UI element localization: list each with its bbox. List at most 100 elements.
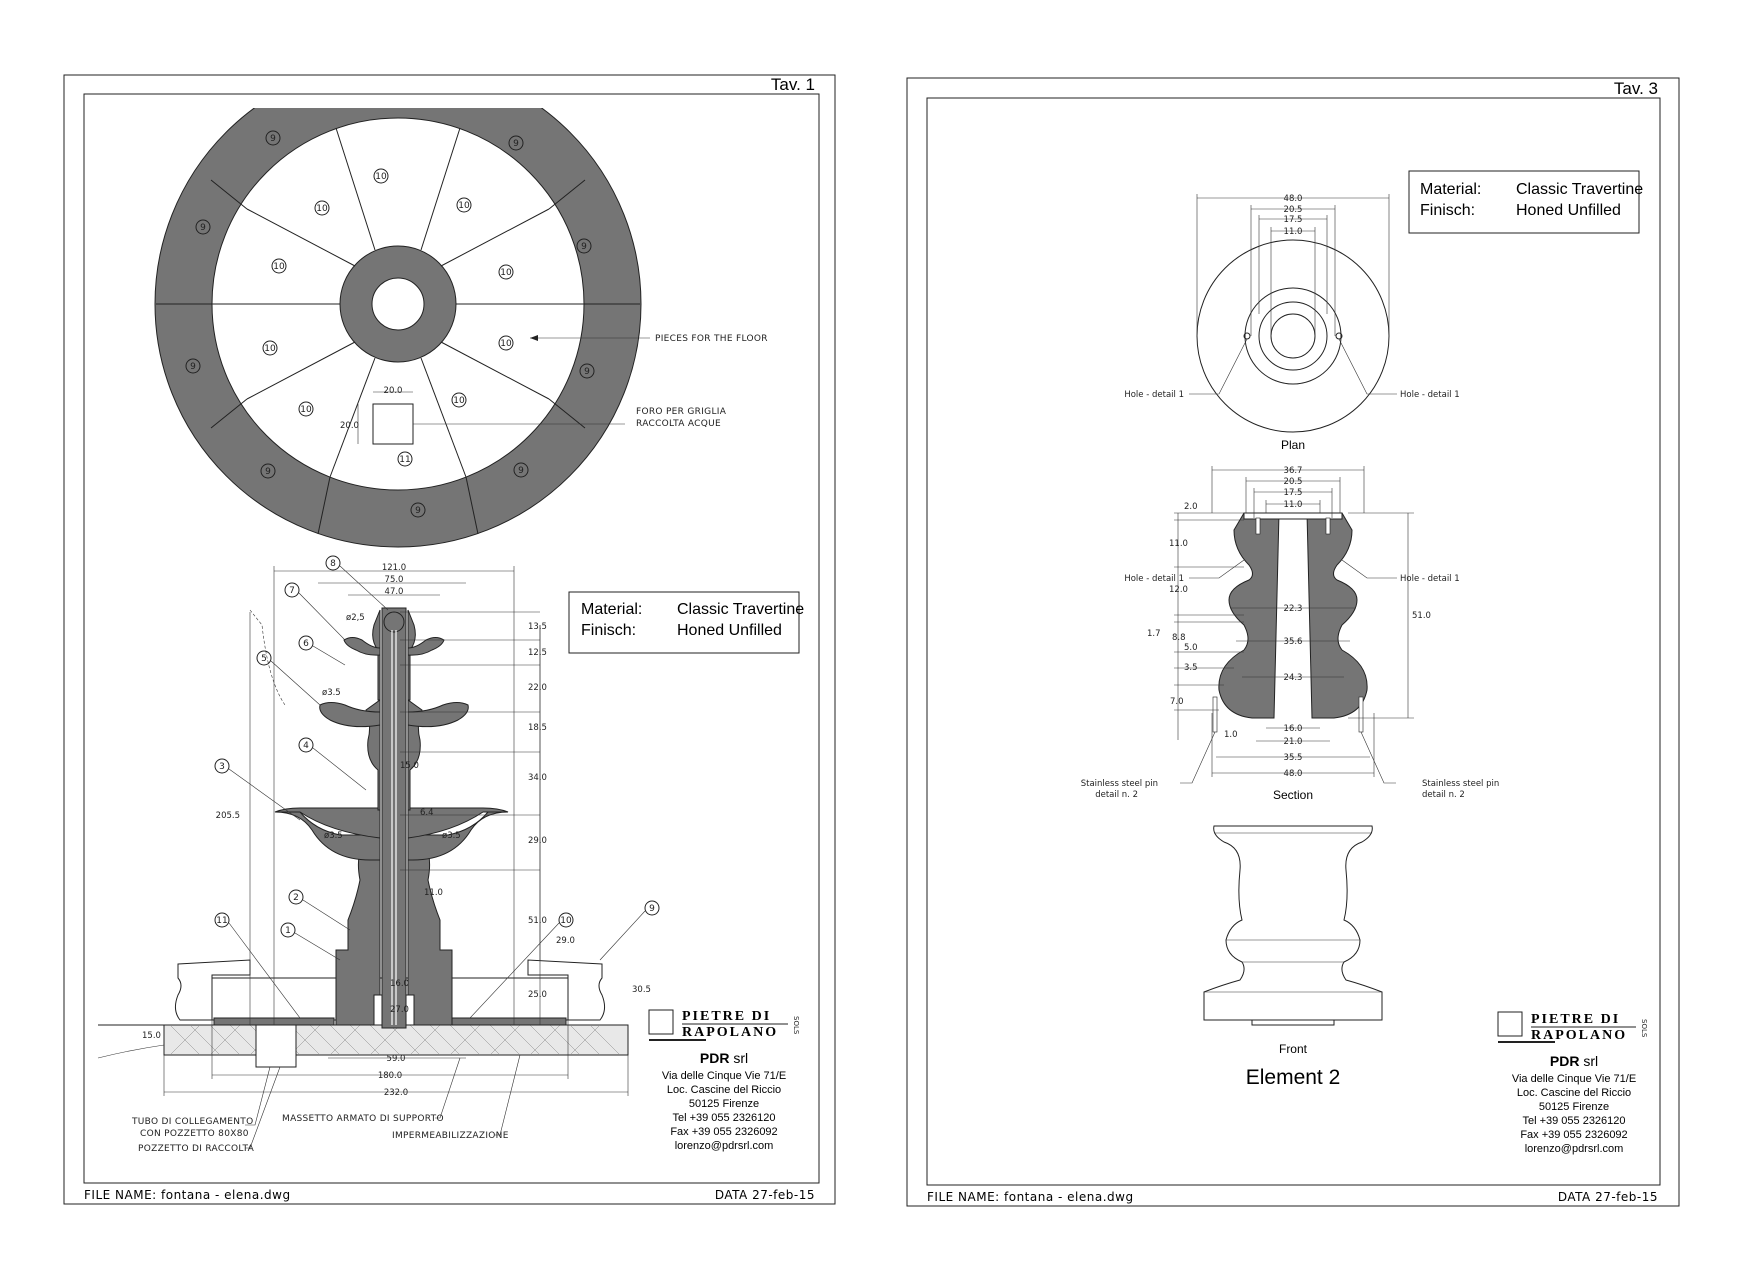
dim-121: 121.0 [382, 563, 406, 573]
sheet-tav-1: Tav. 1 FILE NAME: fontana - elena.dwg DA… [63, 74, 836, 1205]
svg-text:DATA 27-feb-15: DATA 27-feb-15 [1558, 1190, 1658, 1204]
svg-text:Stainless steel pin: Stainless steel pin [1422, 779, 1499, 789]
svg-text:Loc. Cascine del Riccio: Loc. Cascine del Riccio [1517, 1087, 1631, 1099]
svg-text:29.0: 29.0 [556, 936, 575, 946]
svg-text:25.0: 25.0 [528, 990, 547, 1000]
svg-text:Via delle Cinque Vie 71/E: Via delle Cinque Vie 71/E [662, 1070, 786, 1082]
svg-text:35.5: 35.5 [1284, 753, 1303, 763]
svg-text:8.8: 8.8 [1172, 633, 1186, 643]
svg-text:30.5: 30.5 [632, 985, 651, 995]
label-foro-line2: RACCOLTA ACQUE [636, 419, 721, 429]
svg-text:lorenzo@pdrsrl.com: lorenzo@pdrsrl.com [675, 1140, 774, 1152]
svg-text:RAPOLANO: RAPOLANO [682, 1025, 778, 1040]
svg-text:24.3: 24.3 [1284, 673, 1303, 683]
svg-text:48.0: 48.0 [1284, 194, 1303, 204]
material-box-2: Material: Classic Travertine Finisch: Ho… [1408, 170, 1643, 234]
fountain-section-view: 121.0 75.0 47.0 13.5 12.5 22.0 18.5 34.0… [97, 555, 660, 1154]
svg-text:1.7: 1.7 [1147, 629, 1161, 639]
svg-text:Tel +39 055 2326120: Tel +39 055 2326120 [672, 1112, 775, 1124]
svg-text:6.4: 6.4 [420, 808, 434, 818]
drawing-date: DATA 27-feb-15 [715, 1188, 815, 1202]
file-name: FILE NAME: fontana - elena.dwg [84, 1188, 291, 1202]
svg-text:15.0: 15.0 [142, 1031, 161, 1041]
svg-text:10: 10 [375, 172, 387, 182]
svg-text:10: 10 [264, 344, 276, 354]
svg-text:detail n. 2: detail n. 2 [1422, 790, 1465, 800]
svg-text:10: 10 [273, 262, 285, 272]
svg-text:ø2,5: ø2,5 [346, 613, 365, 623]
svg-text:27.0: 27.0 [390, 1005, 409, 1015]
element-title: Element 2 [1246, 1066, 1341, 1089]
svg-text:SOLS: SOLS [1640, 1019, 1648, 1038]
svg-text:9: 9 [190, 362, 196, 372]
svg-text:50125 Firenze: 50125 Firenze [689, 1098, 759, 1110]
svg-text:PDR srl: PDR srl [700, 1050, 748, 1066]
svg-text:3.5: 3.5 [1184, 663, 1198, 673]
svg-text:Classic Travertine: Classic Travertine [1516, 181, 1643, 198]
svg-text:Via delle Cinque Vie 71/E: Via delle Cinque Vie 71/E [1512, 1073, 1636, 1085]
outer-frame [63, 74, 836, 1205]
svg-text:ø3.5: ø3.5 [324, 831, 343, 841]
svg-text:11.0: 11.0 [1169, 539, 1188, 549]
svg-text:Section: Section [1273, 788, 1313, 802]
material-box: Material: Classic Travertine Finisch: Ho… [568, 591, 804, 654]
svg-text:17.5: 17.5 [1284, 488, 1303, 498]
svg-text:18.5: 18.5 [528, 723, 547, 733]
svg-text:7: 7 [289, 586, 295, 596]
element2-section-view: 36.7 20.5 17.5 11.0 2.0 11.0 12.0 1.7 8.… [1081, 466, 1499, 802]
svg-text:13.5: 13.5 [528, 622, 547, 632]
svg-text:Hole - detail 1: Hole - detail 1 [1400, 574, 1460, 584]
svg-text:35.6: 35.6 [1284, 637, 1303, 647]
svg-text:2.0: 2.0 [1184, 502, 1198, 512]
svg-text:10: 10 [300, 405, 312, 415]
svg-text:5: 5 [261, 654, 267, 664]
dim-75: 75.0 [385, 575, 404, 585]
svg-text:Hole - detail 1: Hole - detail 1 [1124, 574, 1184, 584]
svg-text:PIETRE DI: PIETRE DI [682, 1009, 771, 1024]
svg-text:Honed Unfilled: Honed Unfilled [677, 622, 782, 639]
svg-text:9: 9 [581, 242, 587, 252]
svg-text:Classic Travertine: Classic Travertine [677, 601, 804, 618]
svg-text:9: 9 [518, 466, 524, 476]
svg-text:12.5: 12.5 [528, 648, 547, 658]
section-callouts [214, 555, 660, 938]
svg-text:6: 6 [303, 639, 309, 649]
svg-text:51.0: 51.0 [528, 916, 547, 926]
svg-text:17.5: 17.5 [1284, 215, 1303, 225]
svg-text:Plan: Plan [1281, 438, 1305, 452]
svg-text:1: 1 [285, 926, 291, 936]
svg-text:10: 10 [500, 339, 512, 349]
svg-text:9: 9 [415, 506, 421, 516]
svg-text:Tel +39 055 2326120: Tel +39 055 2326120 [1522, 1115, 1625, 1127]
svg-text:Material:: Material: [1420, 181, 1481, 198]
svg-text:22.0: 22.0 [528, 683, 547, 693]
svg-text:11: 11 [399, 455, 410, 465]
svg-text:232.0: 232.0 [384, 1088, 408, 1098]
svg-text:TUBO DI COLLEGAMENTO: TUBO DI COLLEGAMENTO [131, 1117, 253, 1127]
svg-text:20.5: 20.5 [1284, 205, 1303, 215]
svg-text:10: 10 [316, 204, 328, 214]
svg-text:Hole - detail 1: Hole - detail 1 [1124, 390, 1184, 400]
svg-text:16.0: 16.0 [390, 979, 409, 989]
svg-text:IMPERMEABILIZZAZIONE: IMPERMEABILIZZAZIONE [392, 1131, 509, 1141]
svg-text:Tav. 3: Tav. 3 [1614, 79, 1658, 98]
svg-text:21.0: 21.0 [1284, 737, 1303, 747]
svg-text:RAPOLANO: RAPOLANO [1531, 1028, 1627, 1043]
svg-text:ø3.5: ø3.5 [322, 688, 341, 698]
svg-text:51.0: 51.0 [1412, 611, 1431, 621]
company-logo-square [648, 1009, 674, 1035]
svg-text:10: 10 [560, 916, 572, 926]
svg-text:Finisch:: Finisch: [1420, 202, 1475, 219]
svg-text:8: 8 [330, 559, 336, 569]
svg-text:29.0: 29.0 [528, 836, 547, 846]
svg-text:59.0: 59.0 [387, 1054, 406, 1064]
svg-text:10: 10 [458, 201, 470, 211]
svg-text:detail n. 2: detail n. 2 [1095, 790, 1138, 800]
svg-text:12.0: 12.0 [1169, 585, 1188, 595]
svg-text:9: 9 [270, 134, 276, 144]
dim-47: 47.0 [385, 587, 404, 597]
svg-text:Honed Unfilled: Honed Unfilled [1516, 202, 1621, 219]
svg-text:36.7: 36.7 [1284, 466, 1303, 476]
svg-text:9: 9 [584, 367, 590, 377]
svg-text:MASSETTO ARMATO DI SUPPORTO: MASSETTO ARMATO DI SUPPORTO [282, 1114, 444, 1124]
